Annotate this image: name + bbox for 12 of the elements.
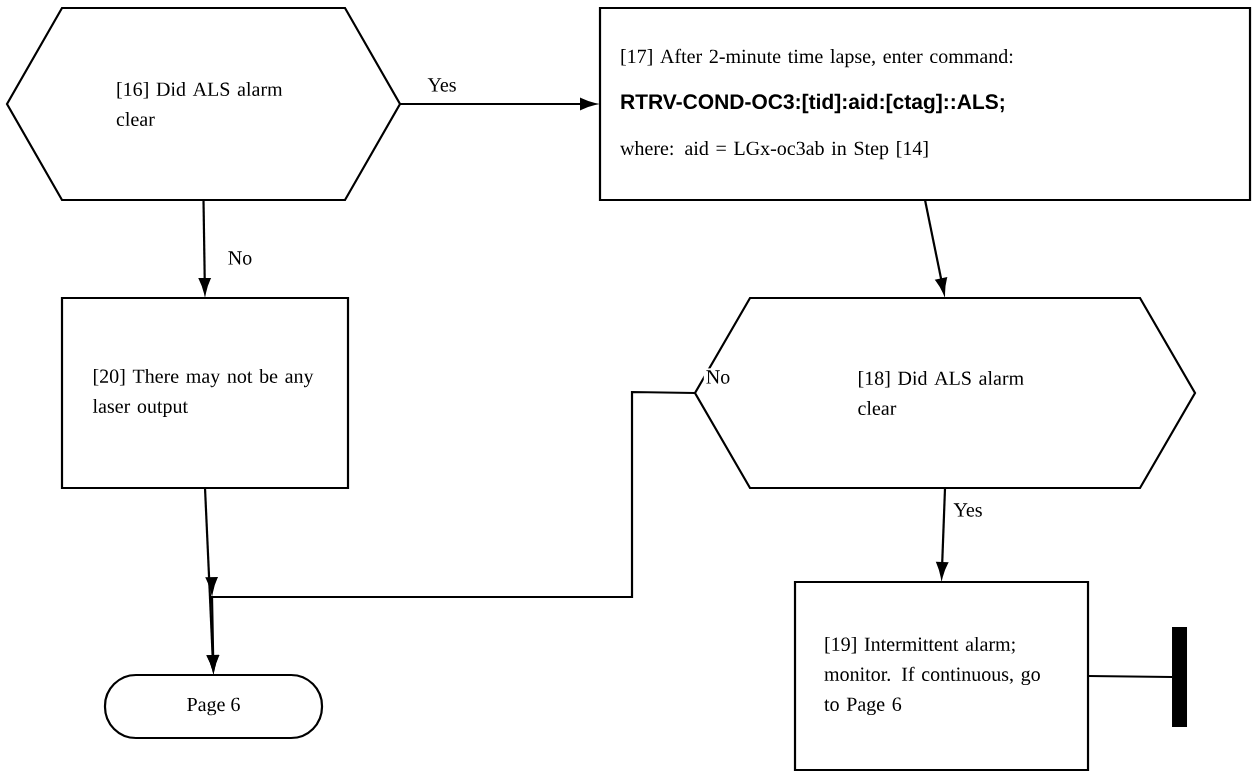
edge-label: No <box>703 368 733 386</box>
decision-hexagon: [16] Did ALS alarm clear <box>5 6 402 202</box>
process-box: [19] Intermittent alarm; monitor. If continuous, go to Page 6 <box>793 580 1090 772</box>
end-bar <box>1172 627 1187 727</box>
arrow <box>198 200 211 294</box>
edge-label: Yes <box>425 76 459 94</box>
arrow <box>400 98 596 110</box>
process-box: [17] After 2-minute time lapse, enter command: RTRV-COND-OC3:[tid]:aid:[ctag]::ALS; where: aid = LGx-oc3ab in Step [14] <box>598 6 1252 202</box>
edge-label: Yes <box>951 501 985 519</box>
terminal-box: Page 6 <box>103 673 324 740</box>
process-box: [20] There may not be any laser output <box>60 296 350 490</box>
edge-label: No <box>225 249 255 267</box>
